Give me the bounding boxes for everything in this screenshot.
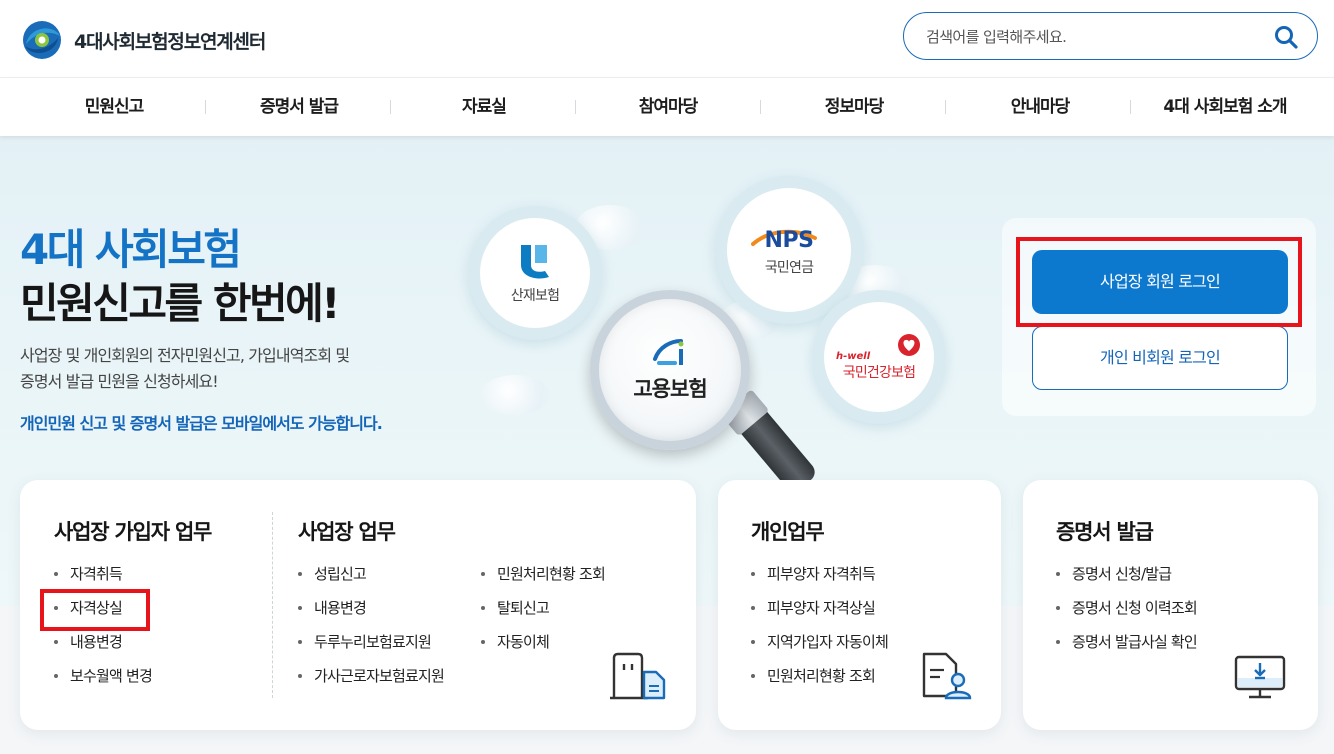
list-item[interactable]: 내용변경 [54, 625, 152, 659]
nav-item-complaint[interactable]: 민원신고 [84, 97, 145, 117]
main-nav: 민원신고 증명서 발급 자료실 참여마당 정보마당 안내마당 4대 사회보험 소… [0, 78, 1334, 136]
nps-brand: NPS [764, 227, 814, 253]
business-card [20, 480, 696, 730]
business-login-button[interactable]: 사업장 회원 로그인 [1032, 250, 1288, 314]
nav-divider [760, 100, 761, 114]
nav-item-information[interactable]: 정보마당 [824, 97, 885, 117]
biz-list-col2: 민원처리현황 조회 탈퇴신고 자동이체 [481, 557, 606, 659]
list-item[interactable]: 피부양자 자격취득 [751, 557, 888, 591]
nav-divider [205, 100, 206, 114]
nav-item-library[interactable]: 자료실 [462, 97, 507, 117]
list-item[interactable]: 민원처리현황 조회 [481, 557, 606, 591]
logo-text: 4대사회보험정보연계센터 [74, 30, 266, 53]
nav-divider [1130, 100, 1131, 114]
cloud-decoration [480, 375, 550, 415]
employment-logo-icon [653, 339, 684, 365]
personal-card [718, 480, 1001, 730]
nps-label: 국민연금 [764, 259, 814, 276]
site-header: 4대사회보험정보연계센터 [0, 0, 1334, 78]
hero-title-line1: 4대 사회보험 [20, 225, 242, 274]
logo-icon [23, 21, 61, 59]
monitor-download-icon [1234, 655, 1286, 699]
search-input[interactable] [926, 25, 1256, 49]
list-item[interactable]: 가사근로자보험료지원 [298, 659, 445, 693]
biz-member-list: 자격취득 자격상실 내용변경 보수월액 변경 [54, 557, 153, 693]
sanjae-badge: 산재보험 [468, 206, 602, 340]
list-item[interactable]: 두루누리보험료지원 [298, 625, 444, 659]
search-bar [903, 12, 1318, 60]
list-item[interactable]: 증명서 발급사실 확인 [1056, 625, 1198, 659]
list-item[interactable]: 민원처리현황 조회 [751, 659, 888, 693]
sanjae-label: 산재보험 [510, 288, 560, 304]
document-person-icon [922, 652, 972, 700]
building-document-icon [610, 652, 666, 700]
heart-icon [898, 333, 920, 356]
nav-divider [575, 100, 576, 114]
list-item[interactable]: 자격취득 [54, 557, 152, 591]
nav-item-participation[interactable]: 참여마당 [638, 97, 699, 117]
cert-title: 증명서 발급 [1056, 520, 1154, 544]
biz-list-col1: 성립신고 내용변경 두루누리보험료지원 가사근로자보험료지원 [298, 557, 445, 693]
cert-list: 증명서 신청/발급 증명서 신청 이력조회 증명서 발급사실 확인 [1056, 557, 1198, 659]
employment-label: 고용보험 [633, 377, 707, 401]
biz-member-title: 사업장 가입자 업무 [54, 520, 212, 544]
nav-divider [390, 100, 391, 114]
personal-login-button[interactable]: 개인 비회원 로그인 [1032, 326, 1288, 390]
health-badge: h-well 국민건강보험 [812, 290, 946, 424]
sanjae-logo-icon [521, 245, 549, 279]
list-item[interactable]: 보수월액 변경 [54, 659, 153, 693]
health-label: 국민건강보험 [842, 364, 916, 381]
nav-item-certificate[interactable]: 증명서 발급 [259, 97, 339, 117]
list-item[interactable]: 증명서 신청 이력조회 [1056, 591, 1198, 625]
hero-description: 사업장 및 개인회원의 전자민원신고, 가입내역조회 및 증명서 발급 민원을 … [20, 343, 350, 395]
list-item[interactable]: 자격상실 [54, 591, 152, 625]
card-divider [272, 512, 273, 698]
employment-magnifier: 고용보험 [590, 290, 750, 450]
list-item[interactable]: 피부양자 자격상실 [751, 591, 888, 625]
nav-divider [945, 100, 946, 114]
list-item[interactable]: 지역가입자 자동이체 [751, 625, 889, 659]
nps-swoosh-icon [751, 229, 817, 246]
list-item[interactable]: 자동이체 [481, 625, 605, 659]
health-brand: h-well [836, 350, 871, 362]
list-item[interactable]: 내용변경 [298, 591, 444, 625]
biz-title: 사업장 업무 [298, 520, 396, 544]
hero-title-line2: 민원신고를 한번에! [20, 279, 340, 328]
site-logo[interactable]: 4대사회보험정보연계센터 [20, 18, 266, 62]
list-item[interactable]: 탈퇴신고 [481, 591, 605, 625]
personal-title: 개인업무 [751, 520, 825, 544]
hero-desc-line1: 사업장 및 개인회원의 전자민원신고, 가입내역조회 및 [20, 346, 350, 365]
hero-desc-line2: 증명서 발급 민원을 신청하세요! [20, 372, 219, 391]
nav-item-guide[interactable]: 안내마당 [1010, 97, 1071, 117]
personal-list: 피부양자 자격취득 피부양자 자격상실 지역가입자 자동이체 민원처리현황 조회 [751, 557, 889, 693]
hero-mobile-note: 개인민원 신고 및 증명서 발급은 모바일에서도 가능합니다. [20, 414, 383, 433]
list-item[interactable]: 성립신고 [298, 557, 444, 591]
list-item[interactable]: 증명서 신청/발급 [1056, 557, 1197, 591]
nav-item-about[interactable]: 4대 사회보험 소개 [1163, 97, 1287, 117]
search-icon[interactable] [1273, 24, 1299, 50]
